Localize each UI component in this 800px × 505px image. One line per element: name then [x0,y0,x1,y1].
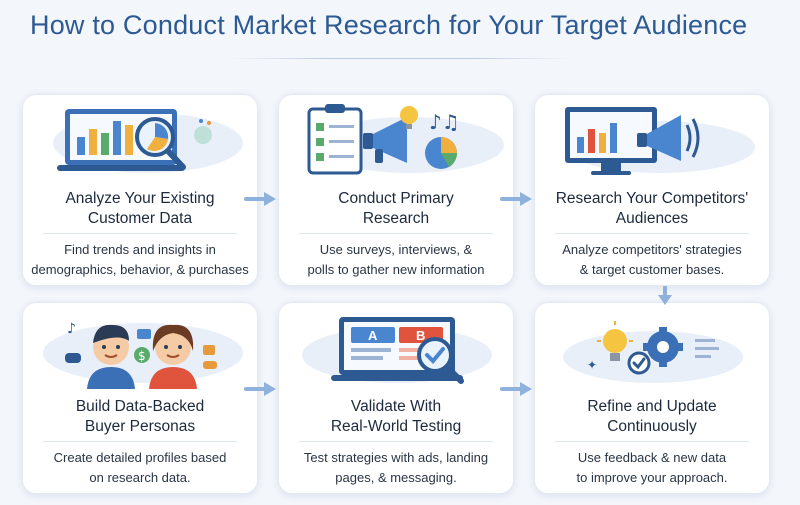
svg-text:♪♫: ♪♫ [429,110,460,134]
step-desc-line: & target customer bases. [579,262,725,277]
arrow-right-icon [244,192,276,206]
step-title-line: Buyer Personas [84,418,196,435]
title-divider [230,58,570,59]
step-desc-line: demographics, behavior, & purchases [31,262,249,277]
step-desc-line: Use feedback & new data [577,450,727,465]
competitor-monitor-icon [565,107,755,175]
card-divider [299,441,493,442]
step-desc-line: Create detailed profiles based [53,450,227,465]
step-title-line: Build Data-Backed [75,398,205,415]
survey-megaphone-icon: ♪♫ [307,104,504,175]
step-card-refine-update: ✦ Refine and Update Continuously Use fee… [534,302,770,494]
step-title-line: Continuously [607,418,697,435]
step-title-line: Audiences [615,210,689,227]
variant-b-label: B [416,328,425,343]
step-title-line: Customer Data [87,210,193,227]
step-title-line: Analyze Your Existing [65,190,215,207]
step-title-line: Conduct Primary [338,190,454,207]
svg-text:✦: ✦ [587,358,597,372]
card-divider [555,233,749,234]
step-desc-line: Find trends and insights in [64,242,216,257]
step-desc-line: Analyze competitors' strategies [562,242,742,257]
arrow-right-icon [500,382,532,396]
card-divider [555,441,749,442]
step-desc-line: Test strategies with ads, landing [303,450,489,465]
step-desc-line: polls to gather new information [307,262,485,277]
refine-gear-icon: ✦ [563,321,743,383]
analytics-laptop-icon [53,109,243,173]
step-desc-line: pages, & messaging. [335,470,457,485]
arrow-down-icon [658,286,672,305]
step-title-line: Research [362,210,430,227]
arrow-right-icon [244,382,276,396]
step-title-line: Research Your Competitors' [555,190,749,207]
step-title-line: Real-World Testing [330,418,462,435]
card-divider [299,233,493,234]
page-title: How to Conduct Market Research for Your … [30,10,748,40]
step-card-buyer-personas: $ ♪ Build Data-Backed Buyer Personas Cre… [22,302,258,494]
step-desc-line: Use surveys, interviews, & [319,242,473,257]
step-card-analyze-customer-data: Analyze Your Existing Customer Data Find… [22,94,258,286]
step-card-competitor-research: Research Your Competitors' Audiences Ana… [534,94,770,286]
step-title-line: Validate With [350,398,442,415]
step-card-validate-testing: A B Validate With Real-World Testing Tes… [278,302,514,494]
card-divider [43,233,237,234]
ab-test-laptop-icon: A B [302,317,492,384]
card-divider [43,441,237,442]
svg-text:$: $ [138,349,146,363]
variant-a-label: A [368,328,378,343]
arrow-right-icon [500,192,532,206]
step-title-line: Refine and Update [587,398,717,415]
step-desc-line: to improve your approach. [576,470,728,485]
personas-icon: $ ♪ [43,321,243,389]
step-card-primary-research: ♪♫ Conduct Primary Research Use surveys,… [278,94,514,286]
svg-text:♪: ♪ [67,321,76,337]
step-desc-line: on research data. [89,470,191,485]
